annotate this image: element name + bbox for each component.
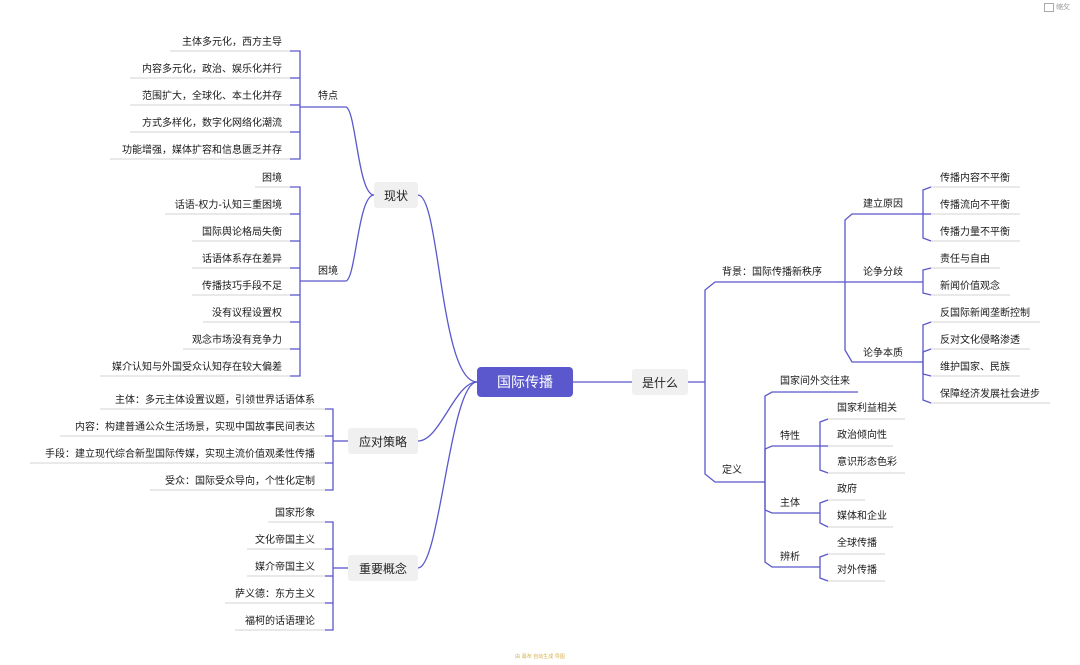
leaf-item[interactable]: 全球传播	[837, 538, 877, 549]
leaf-item[interactable]: 新闻价值观念	[940, 281, 1000, 292]
node-yuanyin[interactable]: 建立原因	[863, 199, 903, 210]
leaf-item[interactable]: 媒体和企业	[837, 511, 887, 522]
leaf-item[interactable]: 方式多样化，数字化网络化潮流	[142, 118, 282, 129]
leaf-item[interactable]: 对外传播	[837, 565, 877, 576]
corner-control[interactable]: 缩⺙	[1044, 2, 1070, 12]
leaf-item[interactable]: 功能增强，媒体扩容和信息匮乏并存	[122, 145, 282, 156]
node-xianzhuang[interactable]: 现状	[374, 182, 418, 208]
leaf-item[interactable]: 国家形象	[275, 508, 315, 519]
leaf-item[interactable]: 传播力量不平衡	[940, 227, 1010, 238]
node-jiaowang[interactable]: 国家间外交往来	[780, 376, 850, 387]
leaf-item[interactable]: 国际舆论格局失衡	[202, 227, 282, 238]
corner-label: 缩⺙	[1056, 3, 1070, 11]
node-fenqi[interactable]: 论争分歧	[863, 267, 903, 278]
leaf-item[interactable]: 传播流向不平衡	[940, 200, 1010, 211]
node-tedian[interactable]: 特点	[318, 91, 338, 102]
leaf-item[interactable]: 传播技巧手段不足	[202, 281, 282, 292]
node-texing[interactable]: 特性	[780, 431, 800, 442]
leaf-item[interactable]: 话语-权力-认知三重困境	[174, 200, 282, 211]
leaf-item[interactable]: 反对文化侵略渗透	[940, 335, 1020, 346]
leaf-item[interactable]: 主体：多元主体设置议题，引领世界话语体系	[115, 395, 315, 406]
leaf-item[interactable]: 媒介认知与外国受众认知存在较大偏差	[112, 362, 282, 373]
leaf-item[interactable]: 传播内容不平衡	[940, 173, 1010, 184]
leaf-item[interactable]: 维护国家、民族	[940, 362, 1010, 373]
node-bianxi[interactable]: 辨析	[780, 552, 800, 563]
leaf-item[interactable]: 范围扩大，全球化、本土化并存	[142, 91, 282, 102]
fit-screen-icon	[1044, 2, 1054, 12]
node-shishenme[interactable]: 是什么	[632, 369, 688, 395]
leaf-item[interactable]: 观念市场没有竞争力	[192, 335, 282, 346]
node-dingyi[interactable]: 定义	[722, 465, 742, 476]
node-celue[interactable]: 应对策略	[348, 428, 418, 454]
leaf-item[interactable]: 意识形态色彩	[837, 457, 897, 468]
leaf-item[interactable]: 受众：国际受众导向，个性化定制	[165, 476, 315, 487]
node-beijing[interactable]: 背景：国际传播新秩序	[722, 267, 822, 278]
node-benzhi[interactable]: 论争本质	[863, 348, 903, 359]
node-kunjing[interactable]: 困境	[318, 266, 338, 277]
node-gainian[interactable]: 重要概念	[348, 555, 418, 581]
leaf-item[interactable]: 政治倾向性	[837, 430, 887, 441]
leaf-item[interactable]: 反国际新闻垄断控制	[940, 308, 1030, 319]
footer-watermark: 由 幕布 自动生成 导图	[515, 654, 565, 660]
leaf-item[interactable]: 保障经济发展社会进步	[940, 389, 1040, 400]
leaf-item[interactable]: 困境	[262, 173, 282, 184]
leaf-item[interactable]: 文化帝国主义	[255, 535, 315, 546]
leaf-item[interactable]: 主体多元化，西方主导	[182, 37, 282, 48]
leaf-item[interactable]: 萨义德：东方主义	[235, 589, 315, 600]
leaf-item[interactable]: 话语体系存在差异	[202, 254, 282, 265]
leaf-item[interactable]: 国家利益相关	[837, 403, 897, 414]
leaf-item[interactable]: 内容多元化，政治、娱乐化并行	[142, 64, 282, 75]
leaf-item[interactable]: 政府	[837, 484, 857, 495]
node-zhuti[interactable]: 主体	[780, 498, 800, 509]
root-node[interactable]: 国际传播	[477, 367, 573, 397]
leaf-item[interactable]: 手段：建立现代综合新型国际传媒，实现主流价值观柔性传播	[45, 449, 315, 460]
leaf-item[interactable]: 媒介帝国主义	[255, 562, 315, 573]
leaf-item[interactable]: 没有议程设置权	[212, 308, 282, 319]
leaf-item[interactable]: 内容：构建普通公众生活场景，实现中国故事民间表达	[75, 422, 315, 433]
leaf-item[interactable]: 责任与自由	[940, 254, 990, 265]
leaf-item[interactable]: 福柯的话语理论	[245, 616, 315, 627]
